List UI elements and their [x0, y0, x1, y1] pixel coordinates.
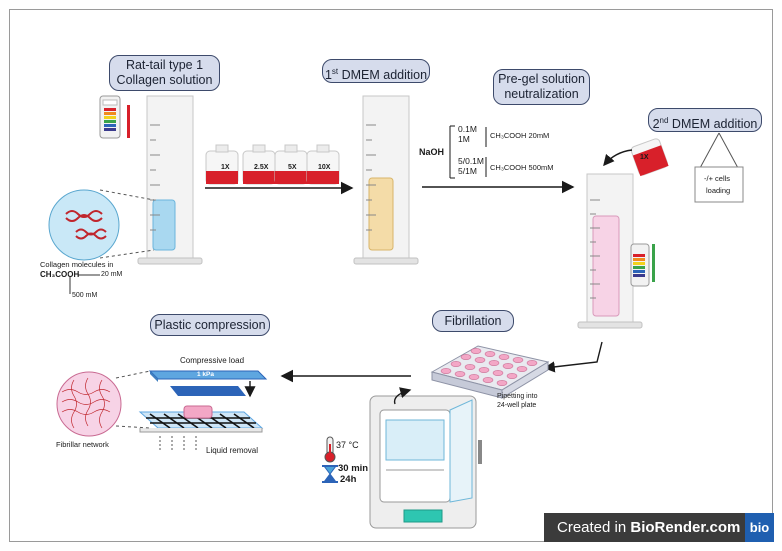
- arrow-dmem2: [603, 149, 633, 167]
- conc-20mm: 20 mM: [101, 271, 123, 278]
- plastic-compression-label: Plastic compression: [154, 318, 266, 332]
- fibrillar-network-circle: [56, 370, 151, 437]
- bottle-label-10x: 10X: [318, 164, 331, 171]
- liquid-removal-label: Liquid removal: [206, 446, 259, 455]
- step-neutralization: Pre-gel solution neutralization: [493, 69, 590, 105]
- naoh-bracket: [449, 125, 455, 179]
- credit-text: Created in BioRender.com: [557, 513, 740, 542]
- biorender-logo: bio: [745, 513, 774, 542]
- acetic-acid-label: CH₃COOH: [40, 270, 80, 279]
- pressure-label: 1 kPa: [197, 371, 214, 378]
- naoh-acid-a: CH₃COOH 20mM: [490, 131, 550, 140]
- figure-border: [9, 9, 773, 542]
- step-dmem1: 1st DMEM addition: [322, 59, 430, 83]
- well-plate-24: [430, 345, 550, 399]
- graduated-cylinder-collagen: [137, 95, 203, 265]
- bottle-label-1x: 1X: [221, 164, 230, 171]
- compressive-load-label: Compressive load: [180, 356, 245, 365]
- temperature-label: 37 °C: [336, 440, 359, 450]
- dmem-bottle-10x: [306, 144, 340, 185]
- naoh-conc-a2: 1M: [458, 134, 470, 144]
- cells-callout-lines: [699, 132, 739, 169]
- bottle-label-2-5x: 2.5X: [254, 164, 269, 171]
- step-plastic-compression: Plastic compression: [150, 314, 270, 336]
- dmem-bottle-small: [630, 138, 669, 177]
- pipetting-line2: 24-well plate: [497, 402, 537, 409]
- thermometer-icon: [324, 436, 336, 463]
- neutralization-line1: Pre-gel solution: [498, 72, 585, 86]
- credit-prefix: Created in: [557, 519, 631, 536]
- fibrillation-label: Fibrillation: [444, 314, 502, 328]
- step-fibrillation: Fibrillation: [432, 310, 514, 332]
- arrow-to-plate: [543, 341, 603, 373]
- naoh-conc-a1: 0.1M: [458, 124, 477, 134]
- biorender-credit: Created in BioRender.com bio: [544, 513, 774, 542]
- collagen-zoom-circle: [48, 189, 155, 261]
- bottle-label-5x: 5X: [288, 164, 297, 171]
- step-dmem2: 2nd DMEM addition: [648, 108, 762, 132]
- step-collagen-line2: Collagen solution: [116, 73, 213, 87]
- dmem-bottle-1x: [205, 144, 239, 185]
- incubator-icon: [369, 387, 482, 529]
- naoh-conc-b1: 5/0.1M: [458, 156, 484, 166]
- dmem2-text: DMEM addition: [668, 117, 758, 132]
- time-30min: 30 min: [338, 463, 369, 474]
- dmem1-ordinal: 1: [324, 68, 332, 83]
- dmem1-ordinal-suffix: st: [331, 67, 339, 76]
- time-24h: 24h: [340, 474, 357, 485]
- cells-loading-line1: -/+ cells: [704, 174, 731, 183]
- graduated-cylinder-neutralized: [577, 173, 643, 329]
- neutralization-line2: neutralization: [504, 87, 579, 101]
- ph-strip-icon-2: [630, 243, 655, 287]
- conc-500mm: 500 mM: [72, 292, 98, 299]
- fibrillar-network-label: Fibrillar network: [56, 440, 109, 449]
- credit-brand: BioRender.com: [630, 519, 741, 536]
- graduated-cylinder-dmem1: [353, 95, 419, 265]
- cells-loading-line2: loading: [706, 186, 731, 195]
- collagen-molecules-label: Collagen molecules in: [40, 260, 114, 269]
- naoh-label: NaOH: [419, 147, 445, 157]
- step-collagen-line1: Rat-tail type 1: [125, 58, 204, 72]
- step-collagen-solution: Rat-tail type 1 Collagen solution: [109, 55, 220, 91]
- compression-setup: [138, 370, 268, 452]
- dmem2-ordinal-suffix: nd: [659, 116, 669, 125]
- dmem-bottle-2-5x: [242, 144, 276, 185]
- ph-strip-icon: [99, 95, 130, 139]
- dmem1-text: DMEM addition: [338, 68, 428, 83]
- naoh-acid-b: CH₃COOH 500mM: [490, 163, 554, 172]
- hourglass-icon: [322, 465, 338, 483]
- bottle-label-small: 1X: [640, 154, 649, 161]
- dmem2-ordinal: 2: [652, 117, 660, 132]
- naoh-conc-b2: 5/1M: [458, 166, 477, 176]
- cells-loading-box: [694, 166, 744, 203]
- pipetting-line1: Pipetting into: [497, 393, 538, 400]
